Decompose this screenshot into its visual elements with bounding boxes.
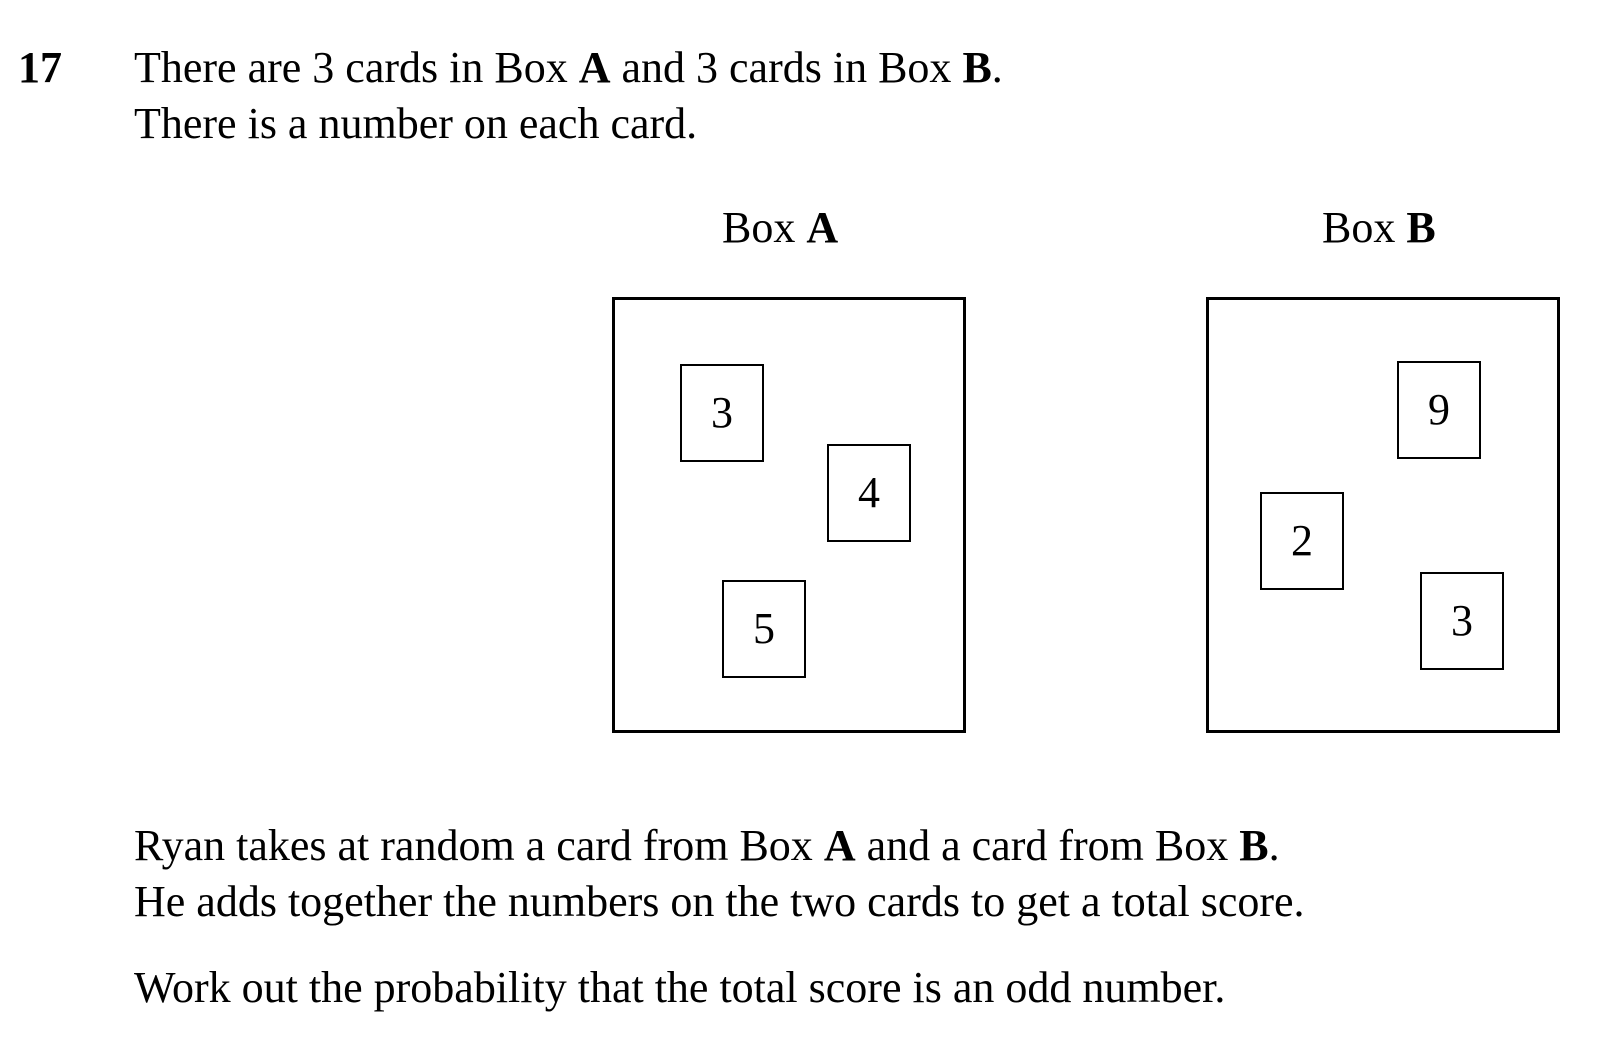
box-b-card: 3 bbox=[1420, 572, 1504, 670]
box-b: 9 2 3 bbox=[1206, 297, 1560, 733]
question-number: 17 bbox=[18, 43, 62, 92]
box-a-card: 5 bbox=[722, 580, 806, 678]
intro-line-2: There is a number on each card. bbox=[134, 99, 698, 148]
box-b-card: 2 bbox=[1260, 492, 1344, 590]
box-a-card: 3 bbox=[680, 364, 764, 462]
box-b-label: Box B bbox=[1322, 203, 1436, 252]
body-line-1: Ryan takes at random a card from Box A a… bbox=[134, 821, 1280, 870]
body-line-2: He adds together the numbers on the two … bbox=[134, 877, 1305, 926]
instruction: Work out the probability that the total … bbox=[134, 963, 1226, 1012]
box-b-card: 9 bbox=[1397, 361, 1481, 459]
box-a-card: 4 bbox=[827, 444, 911, 542]
box-a-label: Box A bbox=[722, 203, 839, 252]
box-a: 3 4 5 bbox=[612, 297, 966, 733]
intro-line-1: There are 3 cards in Box A and 3 cards i… bbox=[134, 43, 1003, 92]
